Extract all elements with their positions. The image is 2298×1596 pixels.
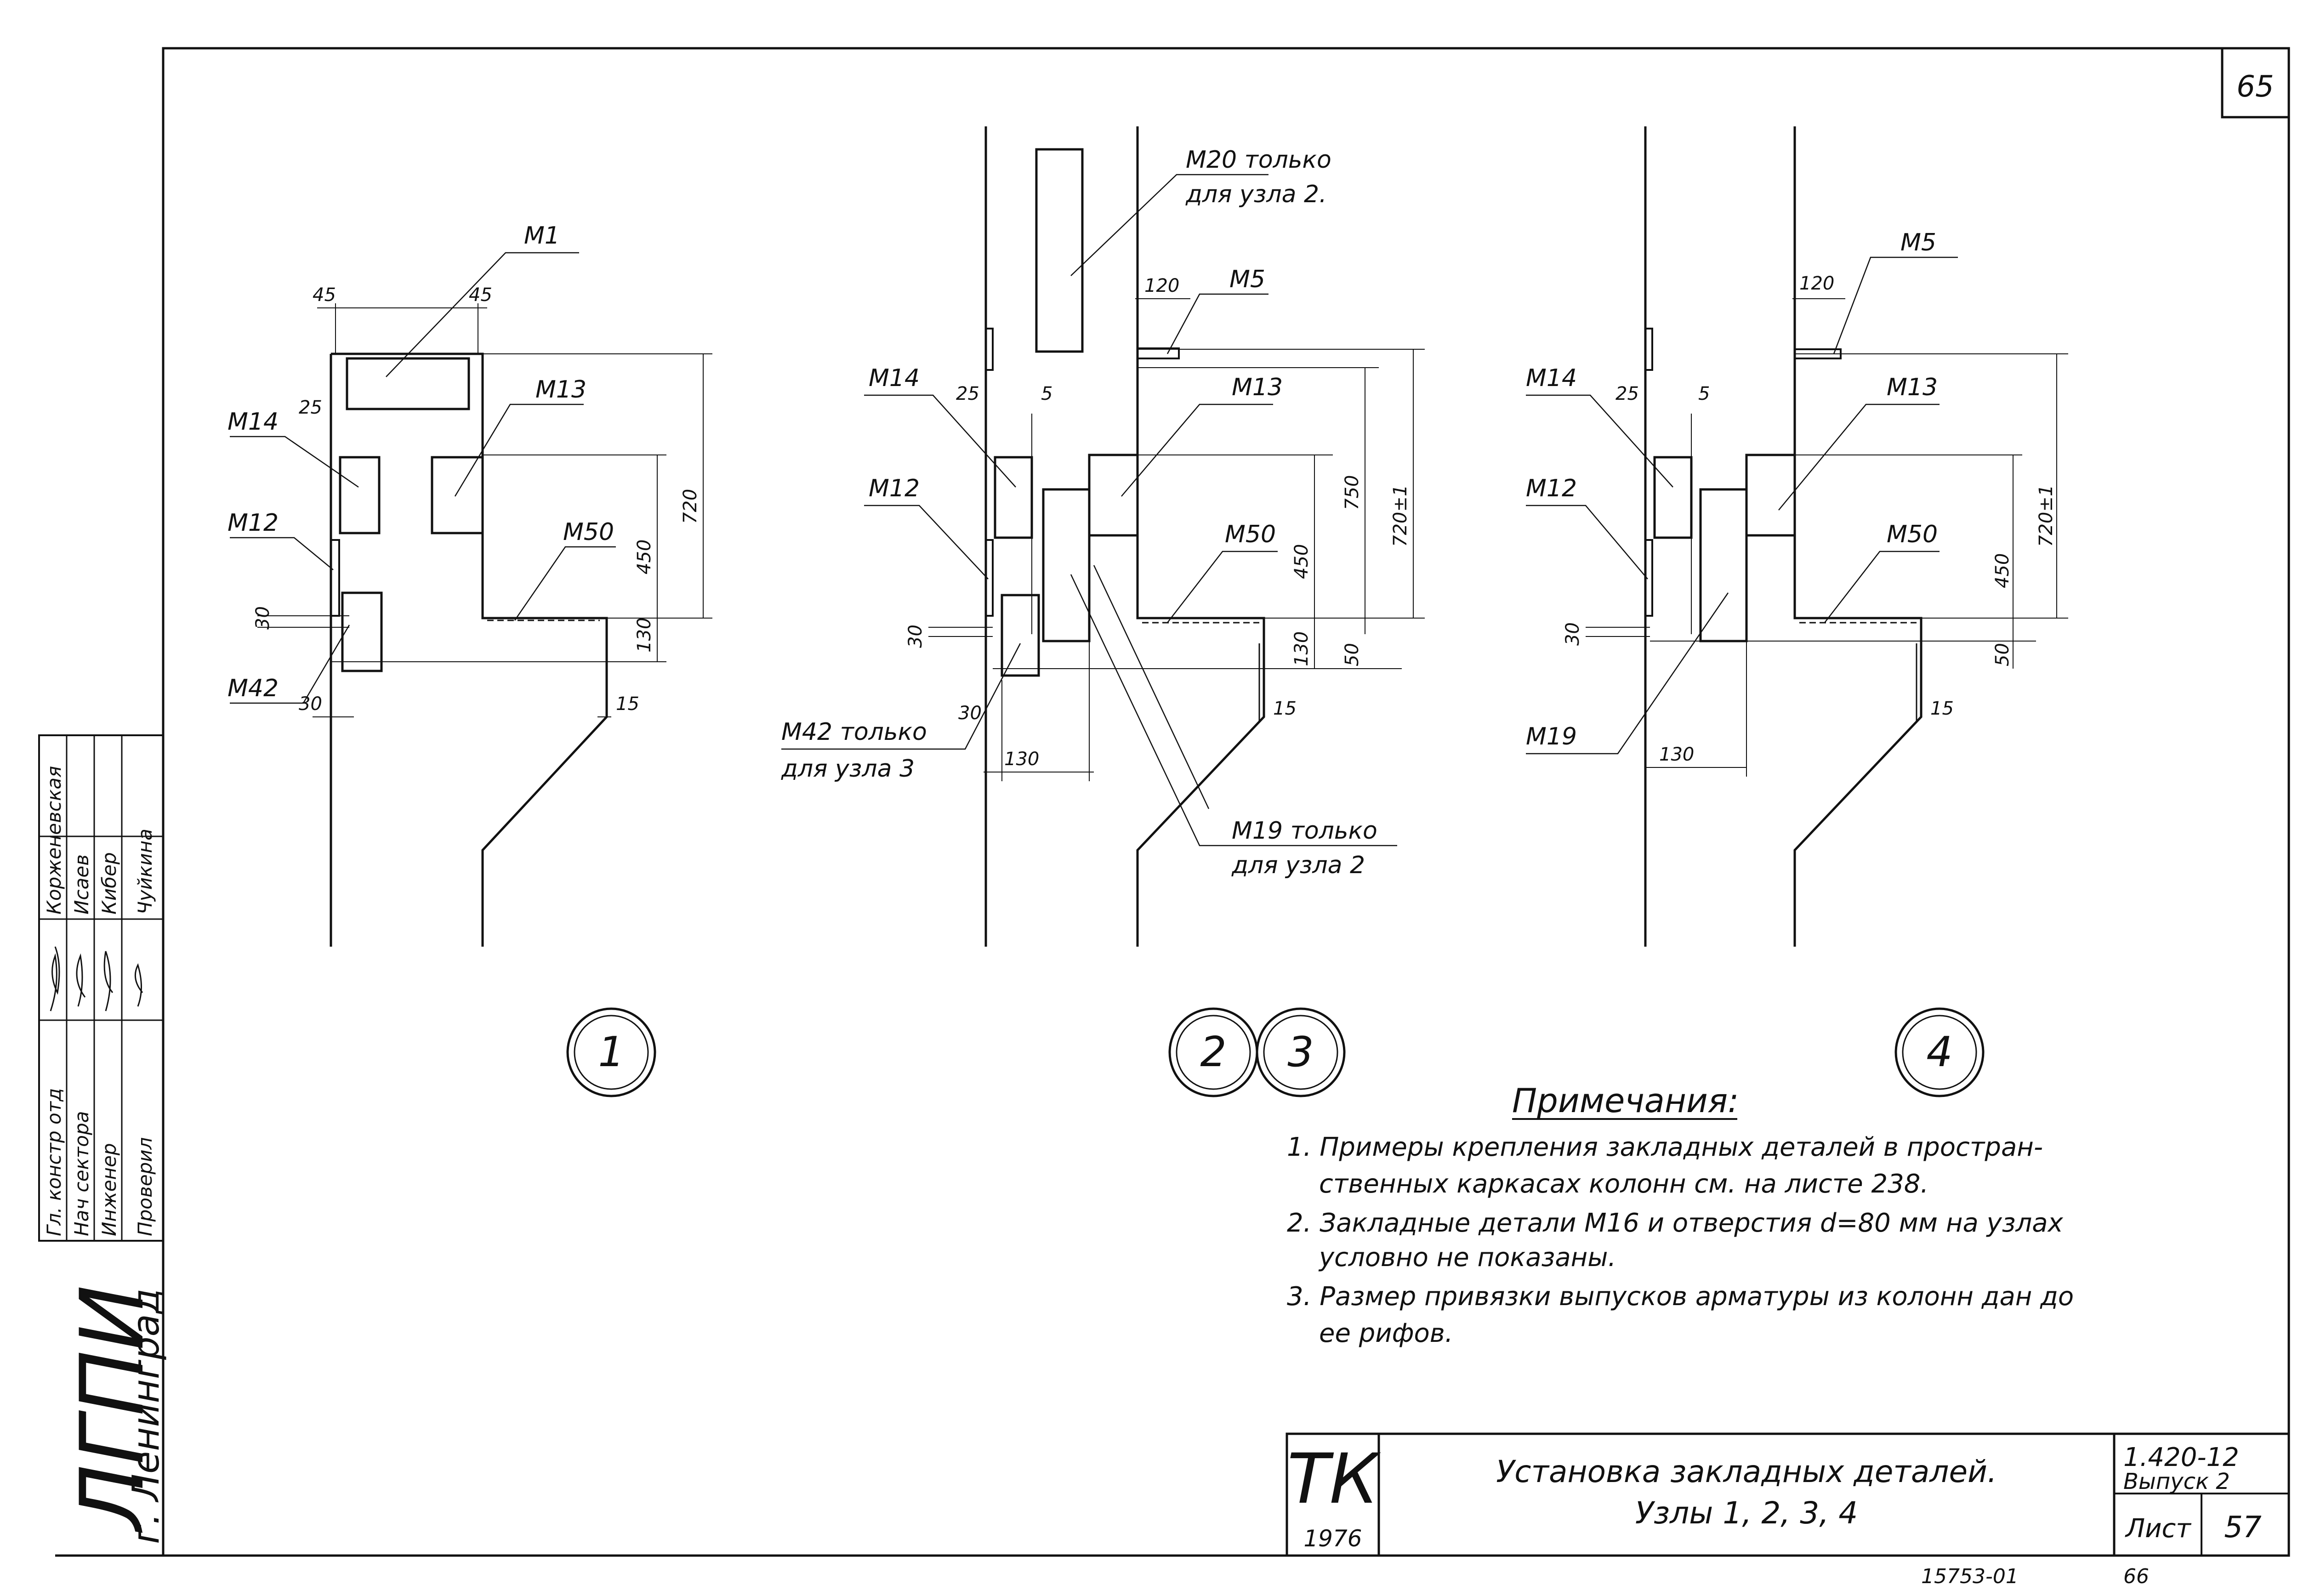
detail-node-1: M1 M14 M12 M42 M13 M50 45 45 25 30 30 72… xyxy=(228,222,712,1097)
n23-label-f1: M19 только xyxy=(1232,817,1377,845)
tb-title-line1: Установка закладных деталей. xyxy=(1496,1454,1997,1489)
n23-dim-25: 25 xyxy=(956,383,979,404)
n4-label-f: M19 xyxy=(1526,723,1577,750)
name-0: Корженевская xyxy=(43,766,65,914)
note-line-0: 1. Примеры крепления закладных деталей в… xyxy=(1287,1132,2043,1162)
n4-label-e: M50 xyxy=(1887,521,1938,548)
n23-label-a: M14 xyxy=(869,364,920,392)
n1-circle xyxy=(566,1007,656,1097)
n1-dim-15: 15 xyxy=(616,693,639,715)
n23-dim-130: 130 xyxy=(1004,749,1039,770)
n1-label-a: M14 xyxy=(228,408,279,436)
bottom-right-code: 66 xyxy=(2123,1565,2149,1588)
n23-label-m5: M5 xyxy=(1229,266,1265,293)
n23-label-top2: для узла 2. xyxy=(1185,181,1327,208)
n1-dim-450: 450 xyxy=(634,540,655,574)
name-2: Кибер xyxy=(98,852,120,914)
n1-dim-w2: 45 xyxy=(469,284,492,306)
n1-dim-30a: 30 xyxy=(252,606,273,630)
n4-dim-50: 50 xyxy=(1992,643,2013,666)
n23-label-b: M12 xyxy=(869,475,920,502)
n23-label-f2: для узла 2 xyxy=(1231,852,1365,879)
sheet-frame xyxy=(162,47,2290,1557)
n23-label-c1: M42 только xyxy=(781,718,927,746)
n4-label-d: M13 xyxy=(1887,374,1938,401)
tb-series: 1.420-12 xyxy=(2123,1443,2239,1472)
n23-circle-label-2: 2 xyxy=(1200,1028,1226,1076)
n23-dim-450: 450 xyxy=(1291,544,1312,579)
n23-dim-130v: 130 xyxy=(1291,631,1312,666)
n4-dim-30: 30 xyxy=(1562,622,1583,646)
n1-dim-720: 720 xyxy=(680,489,701,524)
n4-dim-5: 5 xyxy=(1698,383,1710,404)
n4-dim-15: 15 xyxy=(1930,698,1954,719)
tb-sheet-label: Лист xyxy=(2125,1514,2191,1544)
note-line-2: 2. Закладные детали М16 и отверстия d=80… xyxy=(1287,1208,2064,1238)
n23-dim-120: 120 xyxy=(1144,275,1179,296)
role-1: Нач сектора xyxy=(70,1111,93,1236)
n1-label-c: M42 xyxy=(228,675,279,702)
n23-label-c2: для узла 3 xyxy=(781,755,915,783)
n4-dim-120: 120 xyxy=(1799,273,1834,294)
n4-label-a: M14 xyxy=(1526,364,1577,392)
n1-dim-130: 130 xyxy=(634,618,655,653)
page-number: 65 xyxy=(2236,70,2274,104)
n23-dim-50: 50 xyxy=(1342,643,1363,666)
n1-dim-w1: 45 xyxy=(313,284,336,306)
detail-node-4: M5 M14 M12 M13 M50 M19 120 25 5 30 130 7… xyxy=(1526,126,2068,1097)
n4-dim-25: 25 xyxy=(1615,383,1639,404)
n4-label-b: M12 xyxy=(1526,475,1577,502)
n4-dim-450: 450 xyxy=(1992,553,2013,588)
n23-label-d: M13 xyxy=(1232,374,1283,401)
tb-sheet-number: 57 xyxy=(2224,1511,2262,1545)
detail-node-2-3: M20 только для узла 2. M5 M14 M12 M13 M5… xyxy=(781,126,1425,1097)
note-line-5: ее рифов. xyxy=(1319,1318,1453,1348)
n1-circle-label: 1 xyxy=(598,1028,624,1076)
n23-circle-label-3: 3 xyxy=(1287,1028,1314,1076)
notes-heading: Примечания: xyxy=(1512,1081,1739,1120)
n1-label-d: M13 xyxy=(535,376,586,403)
n23-label-top1: M20 только xyxy=(1186,146,1331,174)
n23-dim-30b: 30 xyxy=(958,703,982,724)
n4-label-m5: M5 xyxy=(1900,229,1936,256)
n4-circle xyxy=(1894,1007,1985,1097)
n23-dim-30a: 30 xyxy=(905,625,926,648)
n4-circle-label: 4 xyxy=(1926,1028,1952,1076)
org-abbrev: ЛГПИ xyxy=(62,1285,163,1533)
tb-org-letters: ТК xyxy=(1287,1439,1381,1519)
note-line-3: условно не показаны. xyxy=(1318,1243,1616,1272)
n1-dim-25: 25 xyxy=(299,397,322,418)
n23-dim-720: 720±1 xyxy=(1390,485,1411,547)
notes: Примечания: 1. Примеры крепления закладн… xyxy=(1287,1081,2074,1348)
org-city: г. Ленинград xyxy=(125,1289,167,1544)
n1-label-b: M12 xyxy=(228,509,279,537)
side-stamp: Гл. констр отд Нач сектора Инженер Прове… xyxy=(38,734,164,1242)
n23-label-e: M50 xyxy=(1225,521,1276,548)
bottom-left-code: 15753-01 xyxy=(1921,1565,2019,1588)
note-line-1: ственных каркасах колонн см. на листе 23… xyxy=(1319,1169,1928,1199)
n4-dim-130: 130 xyxy=(1659,744,1694,765)
tb-title-line2: Узлы 1, 2, 3, 4 xyxy=(1635,1495,1858,1531)
tb-year: 1976 xyxy=(1303,1525,1362,1552)
role-0: Гл. констр отд xyxy=(43,1088,65,1236)
tb-issue: Выпуск 2 xyxy=(2123,1469,2230,1494)
title-block: ТК 1976 Установка закладных деталей. Узл… xyxy=(1286,1432,2290,1557)
n4-dim-720: 720±1 xyxy=(2036,485,2057,547)
name-1: Исаев xyxy=(70,854,93,914)
n1-dim-30b: 30 xyxy=(299,693,322,715)
role-3: Проверил xyxy=(134,1137,156,1236)
n23-circle-3 xyxy=(1256,1007,1346,1097)
n1-label-top: M1 xyxy=(524,222,560,250)
n23-dim-5: 5 xyxy=(1041,383,1052,404)
name-3: Чуйкина xyxy=(134,829,156,914)
note-line-4: 3. Размер привязки выпусков арматуры из … xyxy=(1287,1282,2074,1312)
page-number-box: 65 xyxy=(2221,47,2290,119)
n1-label-e: M50 xyxy=(563,518,614,546)
n23-dim-750: 750 xyxy=(1342,475,1363,510)
n23-dim-15: 15 xyxy=(1273,698,1297,719)
role-2: Инженер xyxy=(98,1143,120,1236)
